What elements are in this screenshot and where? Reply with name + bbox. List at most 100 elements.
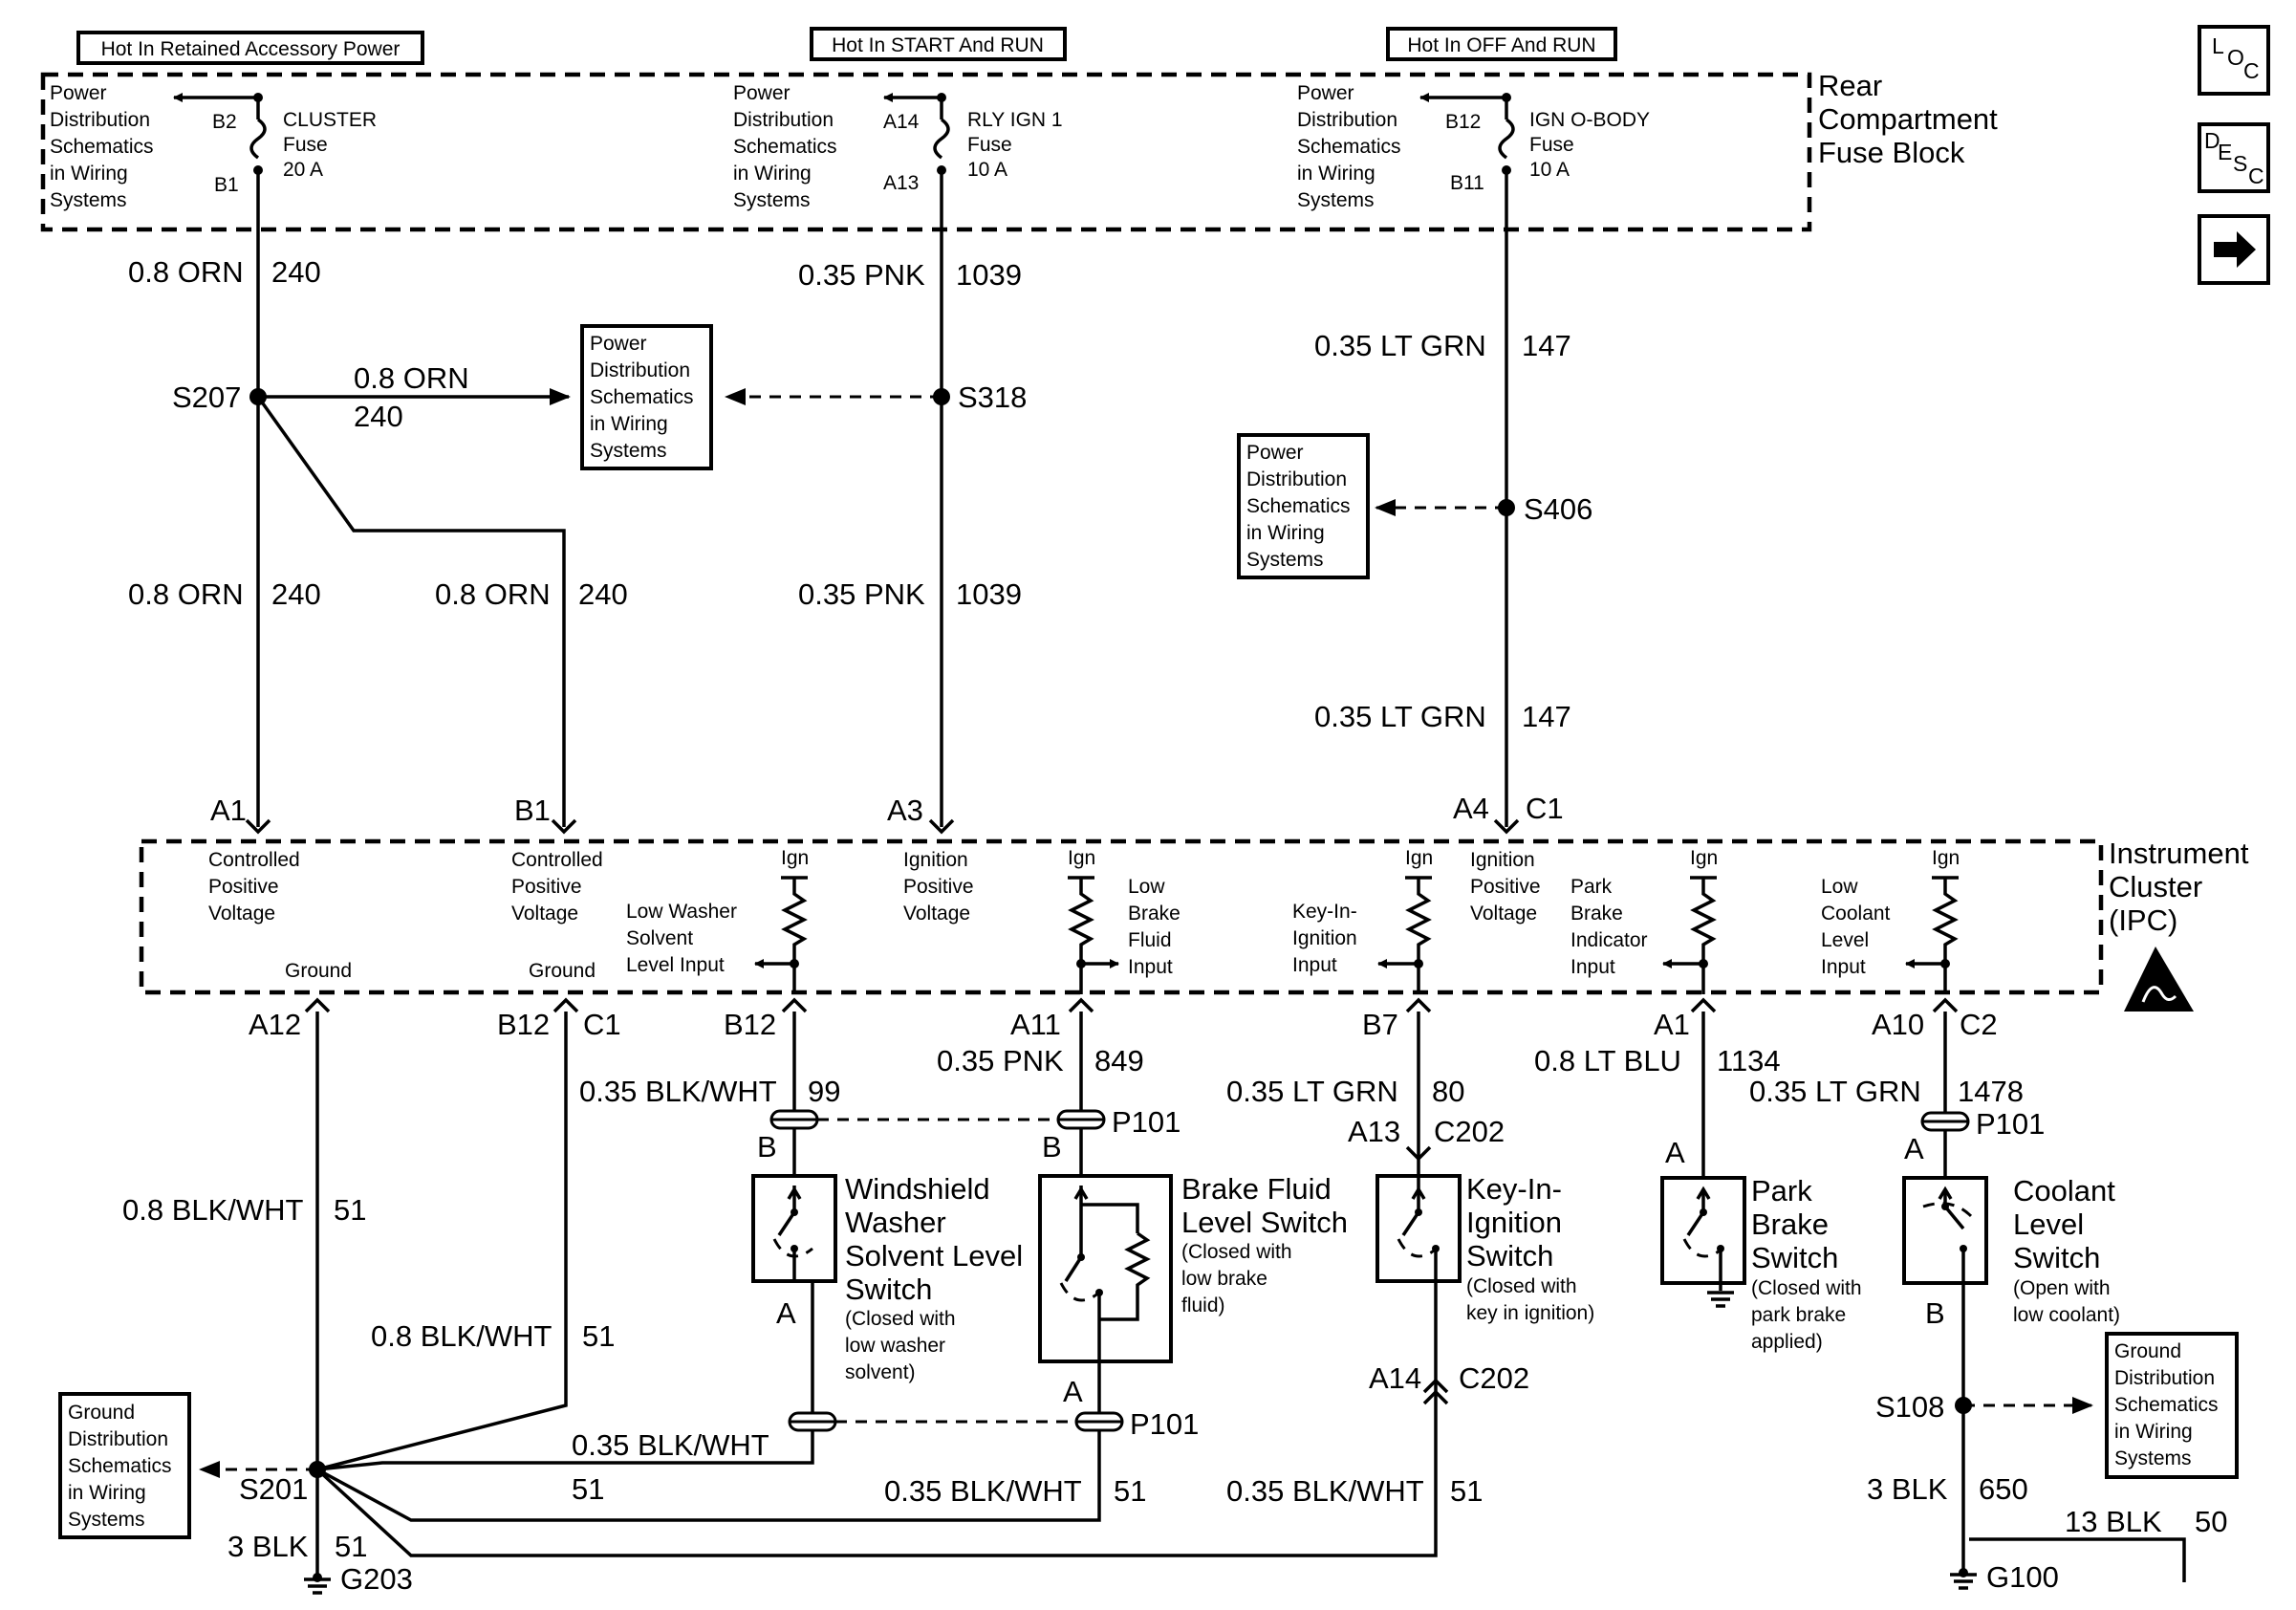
inline-connector-icon (788, 1411, 837, 1432)
connector-chevron (928, 818, 955, 835)
pd-text-2-line-5: Systems (733, 189, 811, 211)
ipc-pin-c1: C1 (583, 1008, 621, 1041)
pd-box-right-line-3: Schematics (1246, 495, 1351, 517)
pd-text-2: Power Distribution Schematics in Wiring … (733, 82, 837, 211)
gd-box-right-line-1: Ground (2114, 1340, 2181, 1362)
pullup-resistor (1068, 878, 1094, 994)
wire-label-size: 0.8 BLK/WHT (122, 1193, 304, 1227)
connector-label-a: A (1904, 1132, 1924, 1165)
switch-contact (1073, 1186, 1089, 1200)
wire-label-size: 0.8 ORN (128, 577, 244, 611)
ign-label: Ign (781, 847, 809, 869)
switch-blade (1686, 1211, 1705, 1236)
park-switch-note-3: applied) (1751, 1331, 1823, 1353)
washer-switch-name-1: Windshield (845, 1172, 990, 1206)
ipc-pin-b1: B1 (514, 794, 551, 827)
ipc-pin-a10: A10 (1872, 1008, 1924, 1041)
connector-chevron (1932, 997, 1959, 1013)
cpv1-line-3: Voltage (208, 903, 275, 925)
wire-label-size: 0.35 BLK/WHT (579, 1075, 777, 1108)
connector-label-p101: P101 (1112, 1105, 1180, 1139)
park-input-line-2: Brake (1570, 903, 1623, 925)
ipc-title-1: Instrument (2109, 837, 2249, 870)
header-accessory-label: Hot In Retained Accessory Power (101, 38, 401, 60)
wire-label-circuit: 80 (1432, 1075, 1464, 1108)
junction-dot (1414, 959, 1423, 968)
gd-box-left-line-3: Schematics (68, 1455, 172, 1477)
park-switch-name-2: Brake (1751, 1208, 1829, 1241)
switch-float (1922, 1202, 1973, 1218)
pd-box-middle-line-5: Systems (590, 440, 667, 462)
park-brake-switch-label: Park Brake Switch (Closed with park brak… (1751, 1174, 1862, 1353)
inline-connector-icon (1056, 1109, 1106, 1130)
cpv2-line-3: Voltage (511, 903, 578, 925)
wire-label-circuit: 51 (334, 1193, 366, 1227)
fuse-2-type: Fuse (967, 134, 1012, 156)
desc-icon-letter-e: E (2218, 140, 2232, 164)
desc-icon[interactable]: D E S C (2198, 122, 2270, 193)
wire-label-size: 0.8 ORN (354, 361, 469, 395)
loc-icon[interactable]: L O C (2198, 25, 2270, 96)
brake-switch-name-1: Brake Fluid (1181, 1172, 1332, 1206)
wire-label-size: 0.35 LT GRN (1314, 700, 1486, 733)
pd-box-right: Power Distribution Schematics in Wiring … (1237, 433, 1370, 579)
header-off-run-label: Hot In OFF And RUN (1407, 34, 1595, 56)
gd-box-right: Ground Distribution Schematics in Wiring… (2105, 1332, 2239, 1479)
fuse-2-bottom-pin: A13 (883, 172, 919, 194)
switch-pivot (1415, 1208, 1422, 1216)
switch-blade (1064, 1256, 1083, 1282)
wire-label-circuit: 1039 (956, 258, 1022, 292)
connector-chevron (1690, 997, 1717, 1013)
wire-label-circuit: 51 (1450, 1474, 1483, 1508)
key-in-switch-label: Key-In- Ignition Switch (Closed with key… (1466, 1172, 1594, 1324)
splice-s108-label: S108 (1875, 1390, 1944, 1424)
wire-label-circuit: 1134 (1717, 1044, 1781, 1077)
wire-label-circuit: 51 (572, 1472, 604, 1506)
desc-icon-letter-s: S (2233, 151, 2247, 176)
fuse-3-type: Fuse (1529, 134, 1574, 156)
park-switch-name-3: Switch (1751, 1241, 1838, 1274)
brake-switch-note-1: (Closed with (1181, 1241, 1292, 1263)
switch-contact (1411, 1186, 1426, 1200)
pullup-resistor (1690, 878, 1717, 994)
arrow-right-icon[interactable] (2198, 214, 2270, 285)
washer-switch-note-1: (Closed with (845, 1308, 956, 1330)
pd-text-3-line-5: Systems (1297, 189, 1375, 211)
ipv2-line-3: Voltage (1470, 903, 1537, 925)
wire-label-circuit: 1478 (1958, 1075, 2024, 1108)
brake-fluid-switch (1038, 1174, 1173, 1363)
ipc-pin-b7: B7 (1362, 1008, 1398, 1041)
splice-s318-label: S318 (958, 381, 1027, 414)
ipc-pin-b12-left: B12 (497, 1008, 550, 1041)
fuse-3-bottom-pin: B11 (1450, 172, 1484, 194)
switch-cam (1682, 1238, 1723, 1258)
wire-label-size: 0.35 BLK/WHT (572, 1428, 769, 1462)
loc-icon-letter-c: C (2243, 58, 2260, 83)
washer-switch-name-4: Switch (845, 1273, 932, 1306)
key-switch-name-3: Switch (1466, 1239, 1553, 1273)
ipv2-line-2: Positive (1470, 876, 1541, 898)
connector-chevron (781, 997, 808, 1013)
brake-input-line-3: Fluid (1128, 929, 1172, 951)
splice-s406-label: S406 (1524, 492, 1592, 526)
wire-label-size: 0.8 ORN (128, 255, 244, 289)
connector-label-p101: P101 (1976, 1107, 2045, 1141)
brake-switch-name-2: Level Switch (1181, 1206, 1348, 1239)
fuse-1-top-pin: B2 (212, 111, 237, 133)
ground-g203-icon (304, 1573, 331, 1595)
ground-icon (1707, 1291, 1734, 1308)
wire-label-circuit: 51 (582, 1319, 615, 1353)
connector-label-c202: C202 (1434, 1115, 1505, 1148)
pd-box-right-line-1: Power (1246, 442, 1304, 464)
ipc-ign-resistors: Ign Ign Ign Ign Ign (754, 847, 1960, 994)
park-switch-name-1: Park (1751, 1174, 1812, 1208)
brake-switch-note-3: fluid) (1181, 1295, 1225, 1316)
pd-text-1-line-5: Systems (50, 189, 127, 211)
connector-label-b: B (1042, 1130, 1062, 1164)
loc-icon-letter-l: L (2212, 33, 2224, 58)
header-start-run: Hot In START And RUN (810, 27, 1067, 61)
gd-box-right-line-4: in Wiring (2114, 1421, 2193, 1443)
wire-label-circuit: 99 (808, 1075, 840, 1108)
ign-label: Ign (1405, 847, 1433, 869)
cpv1-line-1: Controlled (208, 849, 300, 871)
